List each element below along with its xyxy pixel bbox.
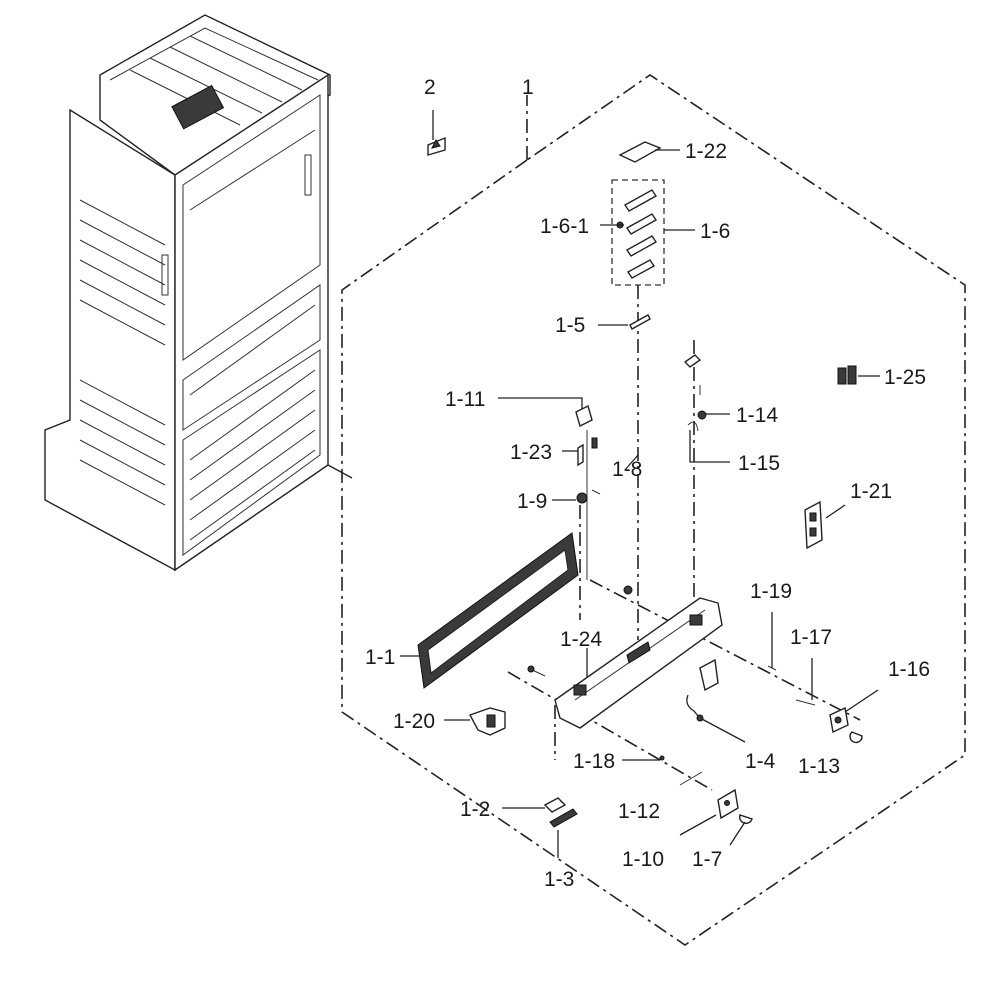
label-1-15: 1-15 — [738, 452, 780, 475]
label-1-20: 1-20 — [393, 710, 435, 733]
part-1-22-cover — [618, 141, 662, 163]
label-1-7: 1-7 — [692, 848, 722, 871]
label-1-3: 1-3 — [544, 868, 574, 891]
label-1: 1 — [522, 76, 534, 99]
part-1-6-pieces — [616, 189, 658, 279]
label-1-2: 1-2 — [460, 798, 490, 821]
part-1-10-plate — [679, 788, 753, 846]
label-1-1: 1-1 — [365, 646, 395, 669]
label-1-22: 1-22 — [685, 140, 727, 163]
refrigerator-cabinet — [44, 14, 353, 572]
label-1-9: 1-9 — [517, 490, 547, 513]
part-2-clip — [427, 110, 446, 156]
label-1-6: 1-6 — [700, 220, 730, 243]
part-1-14-washer — [697, 410, 707, 420]
label-1-24: 1-24 — [560, 628, 602, 651]
part-1-20-bracket — [444, 707, 506, 736]
label-1-14: 1-14 — [736, 404, 778, 427]
label-1-6-1: 1-6-1 — [540, 215, 589, 238]
part-1-11-bracket — [575, 404, 593, 428]
part-1-9-nut — [576, 492, 588, 504]
label-2: 2 — [424, 76, 436, 99]
part-1-1-gasket — [400, 532, 579, 689]
label-1-8: 1-8 — [612, 458, 642, 481]
label-1-12: 1-12 — [618, 800, 660, 823]
label-1-10: 1-10 — [622, 848, 664, 871]
part-1-13-hinge-cap — [829, 689, 879, 744]
part-1-21-hinge — [804, 500, 846, 550]
part-1-23-pin — [577, 443, 584, 467]
label-1-17: 1-17 — [790, 626, 832, 649]
part-1-24-pin — [527, 648, 588, 680]
part-1-25-fastener — [837, 365, 880, 385]
part-1-3-stopper — [549, 808, 578, 858]
part-main-handle — [554, 585, 723, 729]
part-1-15-spring — [689, 430, 730, 463]
label-1-21: 1-21 — [850, 480, 892, 503]
label-1-5: 1-5 — [555, 314, 585, 337]
part-1-4-wire — [686, 694, 746, 743]
label-1-4: 1-4 — [745, 750, 776, 773]
part-1-5-pin — [629, 314, 651, 330]
part-1-2-cap — [502, 797, 567, 813]
label-1-13: 1-13 — [798, 755, 840, 778]
label-1-18: 1-18 — [573, 750, 615, 773]
label-1-23: 1-23 — [510, 441, 552, 464]
label-1-16: 1-16 — [888, 658, 930, 681]
label-1-11: 1-11 — [445, 388, 485, 411]
part-hinge-pin — [683, 354, 702, 368]
label-1-19: 1-19 — [750, 580, 792, 603]
label-1-25: 1-25 — [884, 366, 926, 389]
